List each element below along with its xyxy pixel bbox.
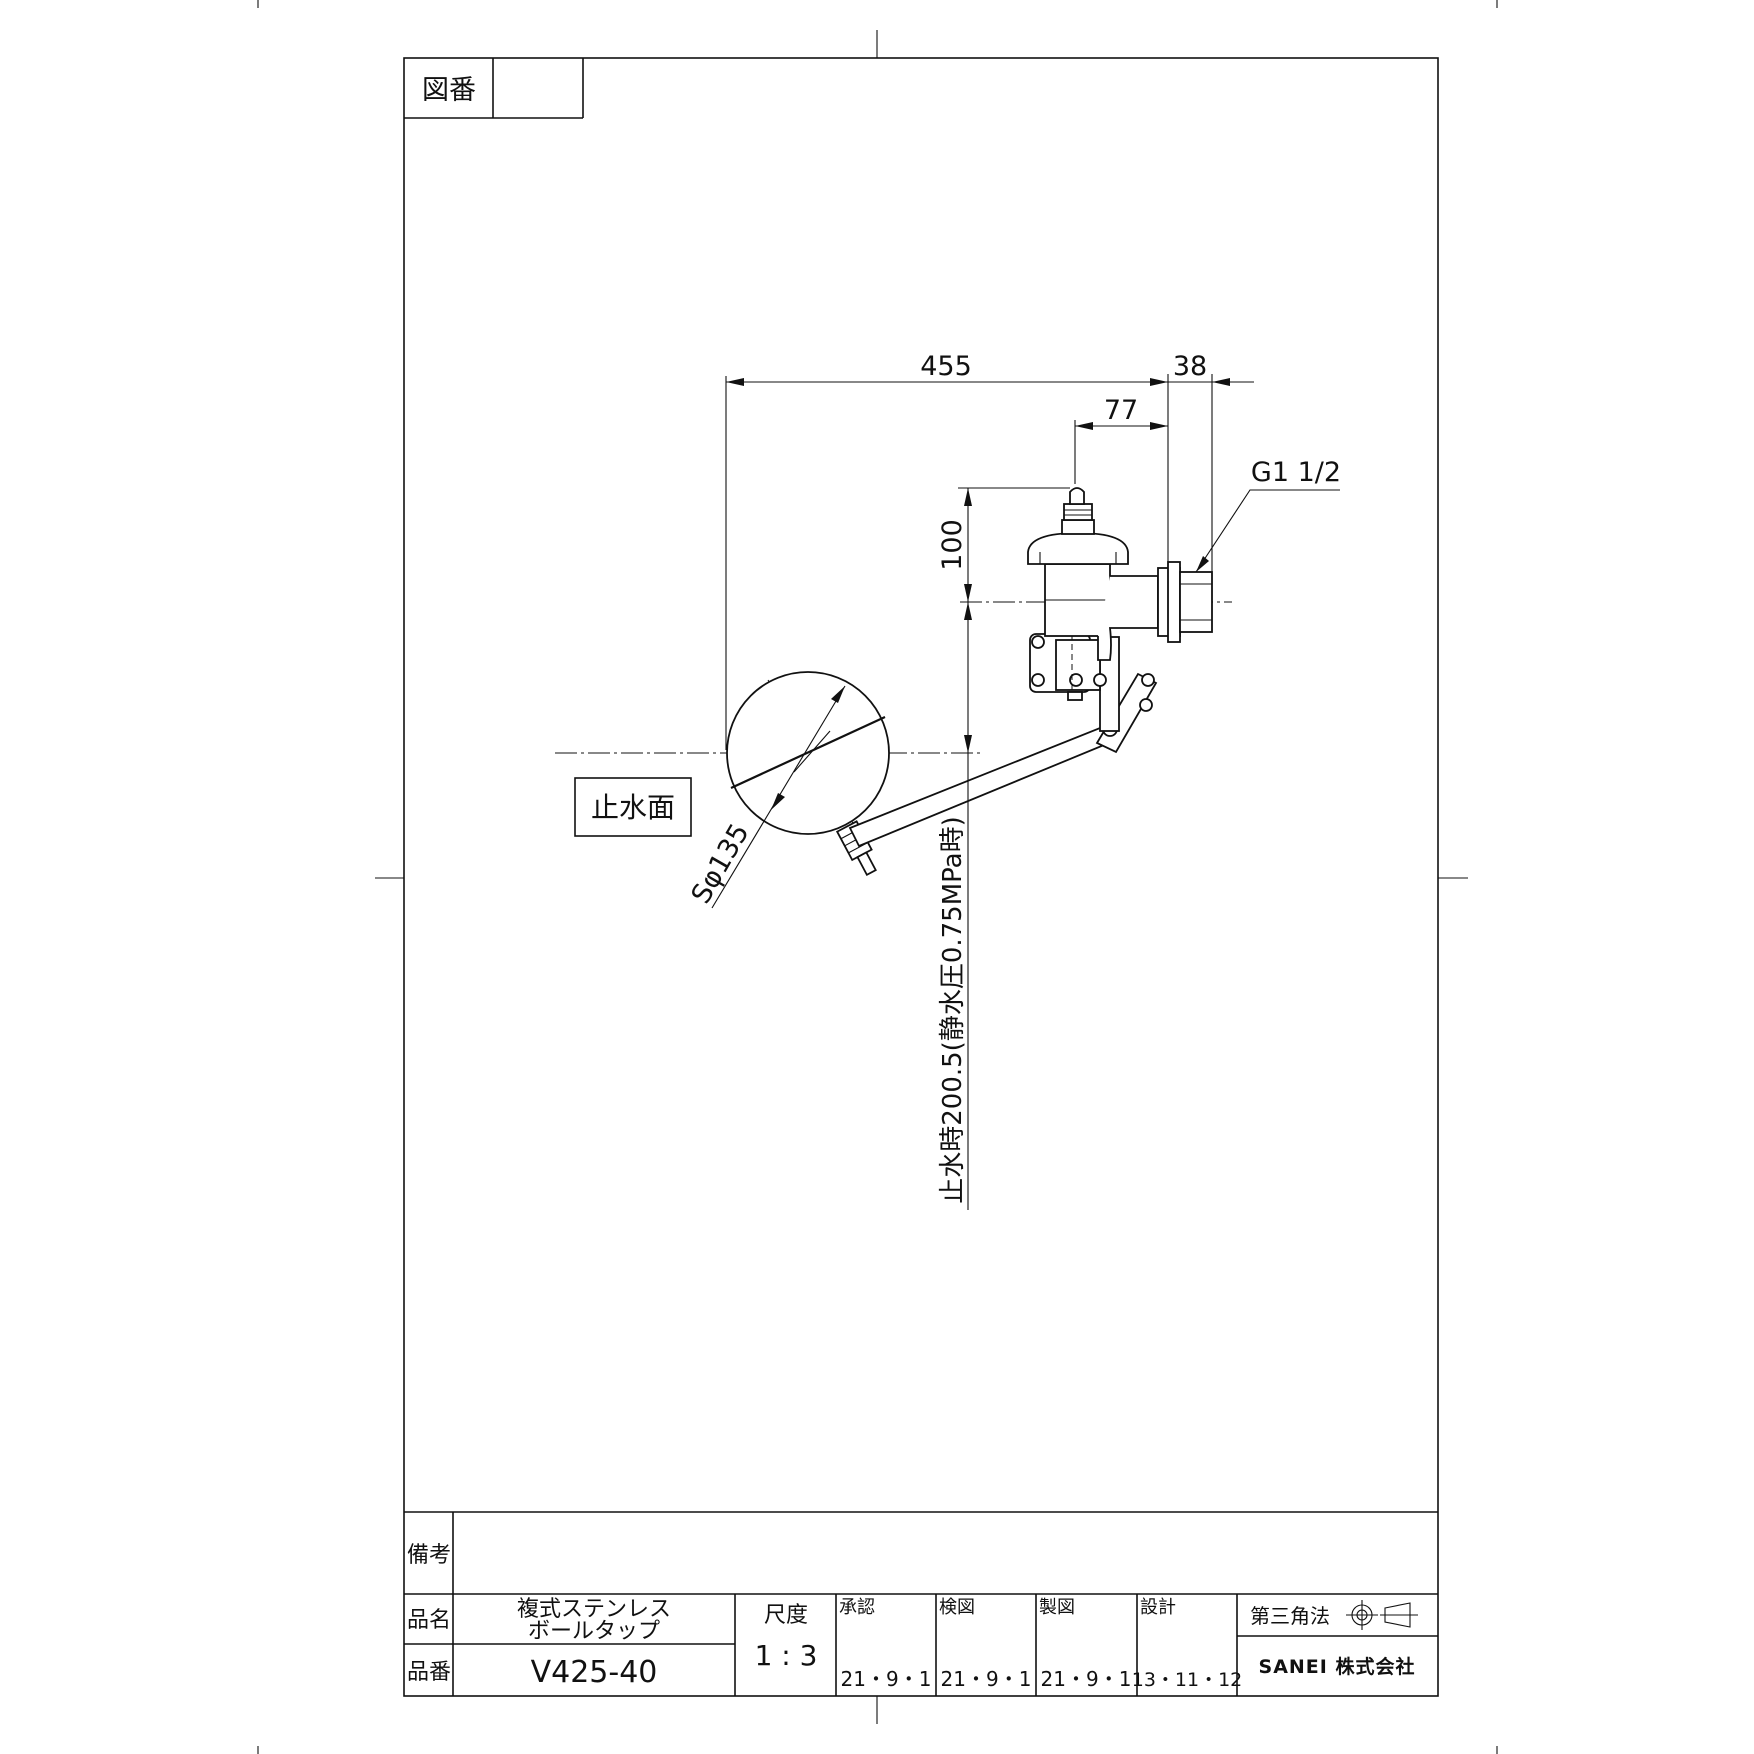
product-name-line1: 複式ステンレス (517, 1597, 671, 1622)
check-date: 21・9・1 (941, 1667, 1032, 1691)
zuban-label: 図番 (422, 75, 476, 106)
centering-marks (257, 0, 1498, 1754)
check-label: 検図 (939, 1597, 975, 1618)
dimensions: 455 38 77 100 止水時200.5(静水圧0.75MPa時) G1 1… (574, 351, 1341, 1210)
title-block: 備考 品名 複式ステンレス ボールタップ 品番 V425-40 尺度 1 : 3… (404, 1511, 1438, 1696)
valve-cap (1027, 532, 1129, 565)
drawing-frame (403, 57, 1439, 1697)
ball-tap-drawing (555, 487, 1232, 876)
scale-value: 1 : 3 (755, 1639, 818, 1672)
third-angle-projection-icon (1346, 1600, 1418, 1630)
dim-stop-height: 止水時200.5(静水圧0.75MPa時) (938, 816, 968, 1204)
dim-77: 77 (1104, 395, 1138, 426)
ball-diameter-label: Sφ135 (686, 819, 756, 909)
name-label: 品名 (407, 1608, 451, 1633)
scale-label: 尺度 (764, 1603, 808, 1628)
design-date: 13・11・12 (1132, 1669, 1243, 1691)
design-label: 設計 (1140, 1597, 1176, 1618)
dim-455: 455 (920, 351, 972, 382)
water-level-box (574, 777, 692, 837)
company-name: SANEI 株式会社 (1259, 1655, 1416, 1678)
remarks-label: 備考 (407, 1543, 451, 1568)
approve-date: 21・9・1 (841, 1667, 932, 1691)
dim-38: 38 (1173, 351, 1207, 382)
dim-100: 100 (937, 519, 968, 571)
draw-date: 21・9・1 (1041, 1667, 1132, 1691)
product-name-line2: ボールタップ (528, 1619, 660, 1644)
water-level-label: 止水面 (591, 791, 675, 824)
approve-label: 承認 (839, 1597, 875, 1618)
drawing-number-box: 図番 (404, 58, 584, 119)
number-label: 品番 (407, 1660, 451, 1685)
draw-label: 製図 (1039, 1597, 1075, 1618)
thread-label: G1 1/2 (1251, 457, 1341, 488)
lever-arm (848, 720, 1123, 848)
projection-label: 第三角法 (1250, 1604, 1330, 1628)
product-number: V425-40 (531, 1655, 658, 1690)
